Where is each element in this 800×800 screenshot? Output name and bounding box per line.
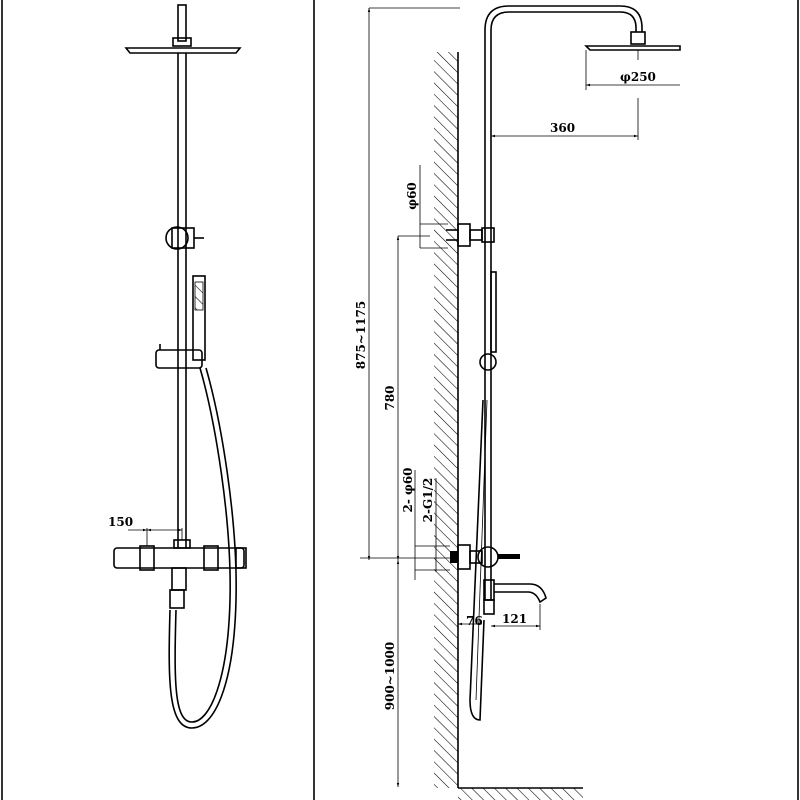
dim-inlet: 2- φ60 2-G1/2 <box>360 467 450 580</box>
riser-and-arm <box>484 5 681 600</box>
rain-shower-head <box>124 4 242 54</box>
thermostatic-mixer <box>113 539 247 609</box>
dim-bracket-spacing-label: 780 <box>383 385 397 410</box>
dim-wall-offset: 76 <box>458 614 483 628</box>
dim-spout-reach: 121 <box>491 604 541 630</box>
dim-arm-reach-label: 360 <box>550 121 575 135</box>
slide-bar-holder <box>155 344 203 369</box>
dim-inlet-thread-label: 2-G1/2 <box>421 478 435 523</box>
upper-wall-bracket <box>446 223 495 247</box>
dim-head-diameter: φ250 <box>585 50 680 90</box>
floor-hatch <box>458 787 583 800</box>
side-view: φ250 360 φ60 875~1175 780 <box>354 5 681 800</box>
dim-wall-offset-label: 76 <box>466 614 483 628</box>
wall-hatch <box>434 52 459 788</box>
dim-floor-height-label: 900~1000 <box>383 642 397 711</box>
mixer-side <box>450 544 547 615</box>
dim-head-diameter-label: φ250 <box>620 70 656 84</box>
hand-shower-side <box>479 271 497 371</box>
dim-floor-height: 900~1000 <box>383 560 400 787</box>
front-view: 150 <box>108 4 247 729</box>
dim-bracket-spacing: 780 <box>383 235 430 560</box>
dim-arm-reach: 360 <box>491 98 639 140</box>
dim-flange-top-label: φ60 <box>405 182 419 210</box>
dim-total-height-label: 875~1175 <box>354 301 368 370</box>
riser-pipe <box>177 53 187 548</box>
dim-inlet-flange-label: 2- φ60 <box>401 467 415 512</box>
hand-shower <box>192 275 206 361</box>
shower-hose <box>168 367 237 729</box>
dim-spout-reach-label: 121 <box>502 612 527 626</box>
dim-flange-top: φ60 <box>405 165 448 249</box>
dim-total-height: 875~1175 <box>354 7 460 560</box>
dim-mixer-centers: 150 <box>108 515 183 546</box>
wall-bracket-upper <box>165 226 204 250</box>
dim-mixer-centers-label: 150 <box>108 515 133 529</box>
